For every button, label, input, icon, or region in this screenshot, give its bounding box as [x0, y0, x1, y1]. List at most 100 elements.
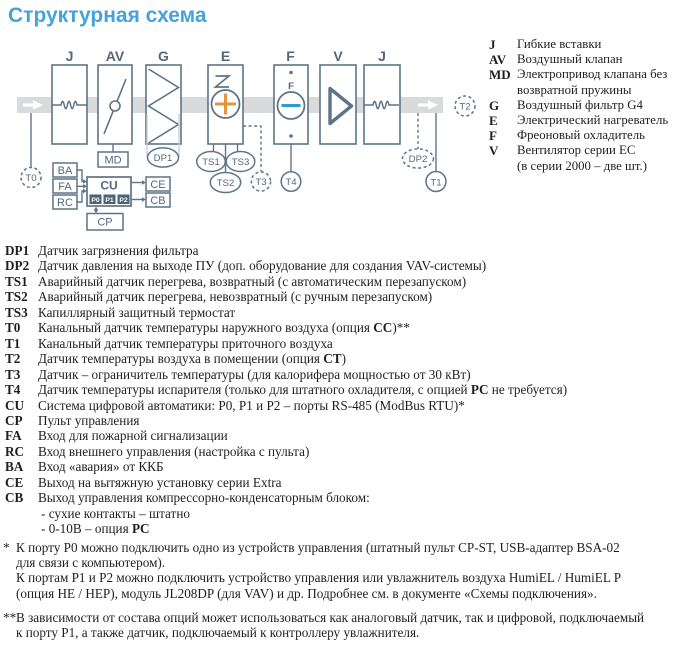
legend-item: E Электрический нагреватель	[489, 113, 697, 128]
legend-item: F Фреоновый охладитель	[489, 128, 697, 143]
label-ce: CE	[150, 179, 165, 191]
label-t2: T2	[459, 102, 470, 113]
footnote-marker: *	[3, 540, 10, 555]
list-abbr: CU	[5, 397, 25, 413]
port-p0-box	[89, 194, 102, 204]
unit-symbols	[52, 68, 399, 144]
sensor-links	[30, 113, 437, 173]
label-rc: RC	[57, 197, 73, 209]
sensor-ts3	[225, 150, 256, 173]
list-abbr: RC	[5, 443, 25, 459]
flexible-insert-symbol-right	[364, 100, 399, 110]
list-abbr: T2	[5, 351, 21, 367]
footnote-text: В зависимости от состава опций может исп…	[16, 609, 645, 641]
list-item: TS3 Капиллярный защитный термостат	[5, 304, 236, 320]
sensor-bubbles	[20, 95, 476, 194]
wire-arrowheads	[83, 179, 146, 214]
legend-desc: Гибкие вставки	[517, 37, 602, 51]
unit-letter-av: AV	[106, 48, 125, 64]
label-t4: T4	[285, 177, 297, 188]
unit-letter-g: G	[158, 48, 169, 64]
legend-desc: Электропривод клапана без возвратной пру…	[517, 67, 668, 97]
ce-box	[145, 176, 171, 192]
legend-item: J Гибкие вставки	[489, 37, 697, 52]
flexible-insert-symbol-left	[52, 100, 87, 110]
sensor-ts2	[209, 171, 242, 194]
footnote-marker: **	[3, 609, 17, 625]
sensor-ts1	[195, 150, 227, 173]
legend-desc: Фреоновый охладитель	[517, 128, 645, 143]
list-item: RC Вход внешнего управления (настройка с…	[5, 443, 310, 459]
heater-element-icon	[213, 75, 232, 88]
cooler-fan-letter: F	[288, 81, 294, 92]
legend-desc: Воздушный фильтр G4	[517, 97, 643, 112]
label-md: MD	[104, 155, 121, 167]
cp-box	[86, 212, 124, 231]
label-t3: T3	[255, 177, 266, 188]
list-abbr: TS2	[5, 289, 28, 305]
sensor-dp1	[146, 147, 180, 168]
legend-abbr: J	[489, 37, 496, 52]
list-abbr: CB	[5, 490, 24, 506]
unit-letter-e: E	[221, 48, 230, 64]
legend-abbr: AV	[489, 52, 507, 68]
label-ts3: TS3	[232, 157, 250, 168]
list-item: DP1 Датчик загрязнения фильтра	[5, 243, 199, 258]
footnote-1: * К порту P0 можно подключить одно из ус…	[3, 540, 698, 601]
list-abbr: DP2	[5, 258, 30, 274]
label-t1: T1	[430, 178, 441, 189]
sensor-t4	[280, 170, 302, 193]
footnote-text: К порту P0 можно подключить одно из устр…	[16, 540, 622, 601]
list-item: DP2 Датчик давления на выходе ПУ (доп. о…	[5, 258, 487, 274]
list-abbr: CE	[5, 474, 24, 490]
list-abbr: T1	[5, 335, 21, 351]
list-item: T0 Канальный датчик температуры наружног…	[5, 320, 410, 336]
sensor-t0	[20, 166, 42, 189]
list-item: CP Пульт управления	[5, 412, 140, 428]
list-abbr: TS3	[5, 304, 28, 320]
damper-symbol	[103, 78, 127, 135]
port-p1-box	[103, 194, 116, 204]
component-legend: J Гибкие вставки AV Воздушный клапан MD …	[489, 37, 697, 174]
list-item: TS2 Аварийный датчик перегрева, невозвра…	[5, 289, 433, 305]
legend-abbr: V	[489, 143, 499, 159]
page-title: Структурная схема	[8, 4, 207, 27]
control-unit-cluster: MD BA FA RC CU CE CB CP P0 P1 P2	[52, 151, 171, 231]
list-abbr: T3	[5, 366, 21, 382]
legend-desc: Электрический нагреватель	[517, 113, 669, 128]
list-abbr: T4	[5, 382, 21, 398]
list-abbr: FA	[5, 428, 22, 444]
legend-item: MD Электропривод клапана без возвратной …	[489, 67, 697, 97]
list-item: T3 Датчик – ограничитель температуры (дл…	[5, 366, 471, 382]
label-dp2: DP2	[409, 154, 428, 165]
footnote-2: ** В зависимости от состава опций может …	[3, 610, 698, 640]
label-fa: FA	[58, 181, 72, 193]
port-p2-box	[117, 194, 130, 204]
legend-abbr: F	[489, 128, 497, 144]
label-dp1: DP1	[154, 153, 173, 164]
list-item: FA Вход для пожарной сигнализации	[5, 428, 228, 444]
list-item: CU Система цифровой автоматики: P0, P1 и…	[5, 397, 465, 413]
sensor-t1	[425, 170, 447, 193]
label-cb: CB	[150, 195, 165, 207]
list-sub-item: - 0-10В – опция PC	[41, 521, 150, 537]
footnotes: * К порту P0 можно подключить одно из ус…	[3, 540, 698, 640]
unit-letters: J AV G E F V J	[66, 48, 386, 64]
legend-desc: Воздушный клапан	[517, 52, 623, 67]
list-item: T1 Канальный датчик температуры приточно…	[5, 335, 333, 351]
list-abbr: BA	[5, 459, 24, 475]
list-item: TS1 Аварийный датчик перегрева, возвратн…	[5, 273, 467, 289]
cooler-minus-symbol	[276, 70, 306, 138]
list-abbr: DP1	[5, 243, 30, 258]
unit-letter-j1: J	[66, 48, 74, 64]
md-box	[97, 151, 129, 168]
cb-box	[145, 192, 171, 208]
list-abbr: T0	[5, 320, 21, 336]
list-item: CE Выход на вытяжную установку серии Ext…	[5, 474, 282, 490]
legend-abbr: G	[489, 97, 500, 113]
heater-plus-symbol	[210, 89, 241, 119]
label-cp: CP	[97, 216, 112, 228]
legend-abbr: E	[489, 113, 498, 129]
list-item: T4 Датчик температуры испарителя (только…	[5, 382, 568, 398]
label-ts2: TS2	[217, 178, 235, 189]
